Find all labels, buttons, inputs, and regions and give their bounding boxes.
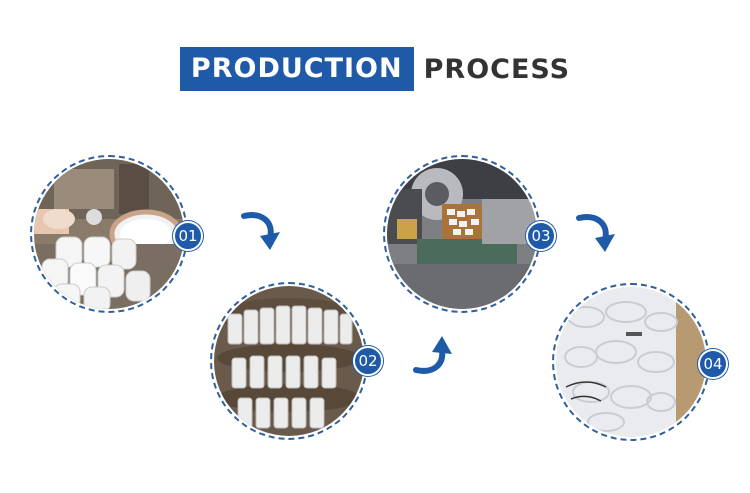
step-04-photo <box>556 287 706 437</box>
curved-arrow-down-icon <box>576 214 615 252</box>
step-04: 04 <box>552 283 732 443</box>
title-highlight: PRODUCTION <box>179 47 414 91</box>
step-number-badge: 04 <box>698 349 728 379</box>
step-01: 01 <box>30 155 203 315</box>
step-02: 02 <box>210 282 390 442</box>
step-number-badge: 01 <box>173 221 203 251</box>
step-01-photo <box>34 159 184 309</box>
step-number-badge: 03 <box>526 221 556 251</box>
curved-arrow-down-icon <box>241 212 280 250</box>
step-03: 03 <box>383 155 563 315</box>
curved-arrow-up-icon <box>413 336 452 374</box>
step-02-photo <box>214 286 364 436</box>
title-rest: PROCESS <box>423 53 571 85</box>
step-number-badge: 02 <box>353 346 383 376</box>
page-title: PRODUCTION PROCESS <box>0 47 750 91</box>
step-03-photo <box>387 159 537 309</box>
